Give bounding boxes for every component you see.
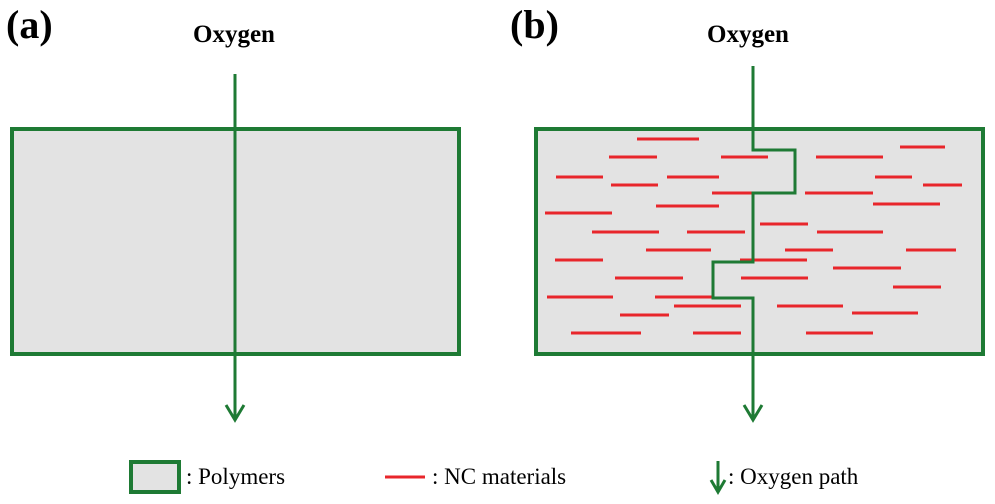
panel-a-label: (a)	[6, 2, 53, 47]
down-arrow-icon	[742, 404, 764, 423]
legend: : Polymers : NC materials : Oxygen path	[129, 460, 859, 495]
down-arrow-icon	[224, 404, 246, 423]
panel-b-label: (b)	[510, 2, 559, 47]
panel-b-polymer-film	[534, 127, 985, 356]
panel-a: (a) Oxygen	[6, 2, 461, 423]
panel-b-oxygen-path	[711, 66, 797, 423]
panel-a-oxygen-path	[224, 74, 246, 423]
legend-oxygen-arrow-icon	[709, 461, 727, 495]
legend-polymer-swatch	[129, 460, 181, 494]
legend-oxygen-path-label: : Oxygen path	[728, 464, 859, 489]
panel-b-oxygen-label: Oxygen	[707, 21, 789, 48]
legend-nc-label: : NC materials	[432, 464, 566, 489]
nc-materials	[545, 137, 962, 335]
panel-b: (b) Oxygen	[510, 2, 985, 423]
panel-a-oxygen-label: Oxygen	[193, 21, 275, 48]
legend-polymers-label: : Polymers	[186, 464, 285, 489]
